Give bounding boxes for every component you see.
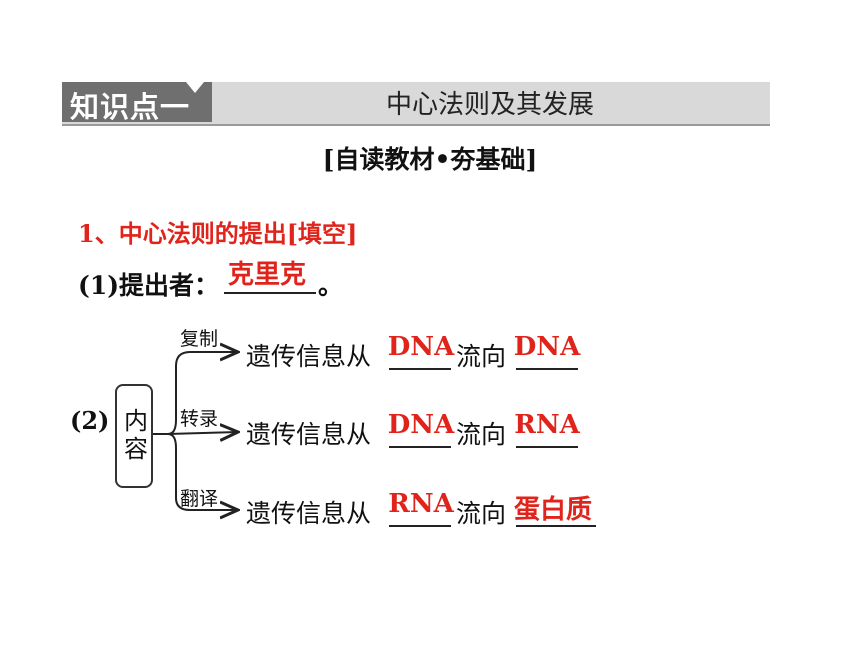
item-1-prefix: (1)提出者： <box>78 271 220 300</box>
row-1-blank-1: DNA <box>387 332 455 362</box>
row-3-text-b: 流向 <box>456 499 507 528</box>
answer-underline <box>224 292 316 294</box>
row-2-text-a: 遗传信息从 <box>246 420 372 449</box>
row-3-underline-2 <box>516 525 596 527</box>
section-title: 中心法则及其发展 <box>385 90 594 120</box>
item-1-suffix: 。 <box>318 271 344 300</box>
row-3-blank-1: RNA <box>388 489 454 519</box>
row-2-blank-1: DNA <box>387 410 455 440</box>
content-box-char-2: 容 <box>124 435 148 463</box>
row-2-text-b: 流向 <box>456 420 507 449</box>
answer-proposer: 克里克 <box>227 260 306 290</box>
point-1-title: 1、中心法则的提出[填空] <box>78 219 358 248</box>
branch-label-replication: 复制 <box>180 328 219 350</box>
branch-label-transcription: 转录 <box>180 408 219 430</box>
row-1-blank-2: DNA <box>513 332 581 362</box>
knowledge-point-label: 知识点一 <box>70 90 191 124</box>
bracket-line-bottom <box>167 433 238 510</box>
row-3-blank-2: 蛋白质 <box>513 495 592 525</box>
row-3-text-a: 遗传信息从 <box>246 499 372 528</box>
row-1-underline-2 <box>516 368 578 370</box>
item-2-label: (2) <box>70 406 110 435</box>
branch-label-translation: 翻译 <box>180 488 219 510</box>
row-2-underline-1 <box>389 446 451 448</box>
row-1-text-b: 流向 <box>456 342 507 371</box>
bracket-line-top <box>167 352 238 435</box>
tag-notch-icon <box>186 82 204 93</box>
subheading: [自读教材•夯基础] <box>322 145 538 174</box>
row-2-blank-2: RNA <box>514 410 580 440</box>
bracket-line-middle <box>167 432 238 434</box>
content-box: 内 容 <box>115 384 153 488</box>
row-1-text-a: 遗传信息从 <box>246 342 372 371</box>
content-box-char-1: 内 <box>124 407 148 435</box>
row-1-underline-1 <box>389 368 451 370</box>
row-3-underline-1 <box>389 525 451 527</box>
row-2-underline-2 <box>516 446 578 448</box>
